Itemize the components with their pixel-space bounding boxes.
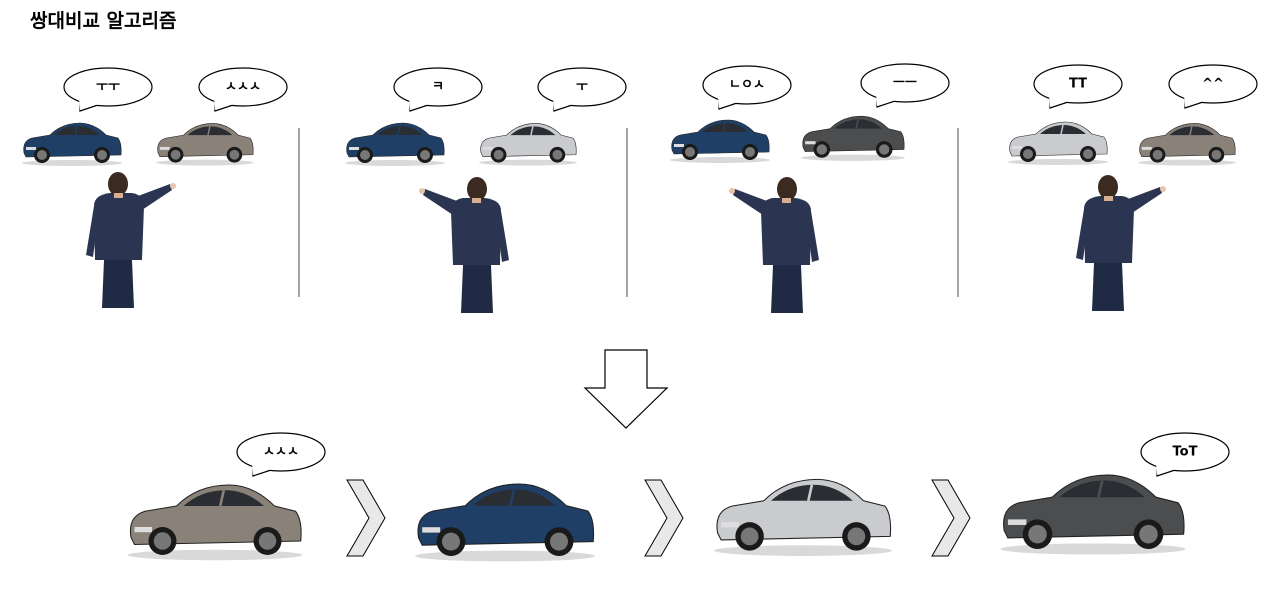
car-audi-grey xyxy=(1000,474,1186,555)
bubble-text: ㅜ xyxy=(576,80,588,95)
car-audi-grey xyxy=(801,115,905,161)
car-bmw-blue xyxy=(345,122,445,166)
page-title: 쌍대비교 알고리즘 xyxy=(30,10,177,32)
car-volvo-bronze xyxy=(1138,123,1236,166)
bubble-text: ㄴㅇㅅ xyxy=(729,78,765,93)
speech-bubble: ㅜㅜ xyxy=(63,67,153,112)
bubble-text: ㅡㅡ xyxy=(893,76,917,91)
bubble-text: ㅜㅜ xyxy=(96,80,120,95)
speech-bubble: ^^ xyxy=(1168,64,1258,109)
chevron-greater-than-icon xyxy=(346,479,386,557)
down-arrow-icon xyxy=(583,349,669,429)
car-bmw-blue xyxy=(670,119,770,163)
car-mercedes-silver xyxy=(479,123,577,166)
car-bmw-blue xyxy=(22,122,122,166)
person-pointing-left xyxy=(729,177,819,313)
bubble-text: ㅅㅅㅅ xyxy=(263,445,299,460)
chevron-greater-than-icon xyxy=(931,479,971,557)
bubble-text: ToT xyxy=(1173,445,1198,460)
person-pointing-left xyxy=(419,177,509,313)
speech-bubble: ㅜ xyxy=(537,67,627,112)
bubble-text: ㅋ xyxy=(432,80,444,95)
speech-bubble-first: ㅅㅅㅅ xyxy=(236,432,326,477)
speech-bubble-last: ToT xyxy=(1140,432,1230,477)
car-mercedes-silver xyxy=(1008,121,1108,165)
bubble-text: ^^ xyxy=(1202,77,1224,92)
speech-bubble: ㄴㅇㅅ xyxy=(702,65,792,110)
speech-bubble: ㅡㅡ xyxy=(860,63,950,108)
car-volvo-bronze xyxy=(156,123,254,166)
bubble-text: ㅅㅅㅅ xyxy=(225,80,261,95)
person-pointing-right xyxy=(1076,175,1166,311)
chevron-greater-than-icon xyxy=(644,479,684,557)
car-mercedes-silver xyxy=(714,478,892,556)
bubble-text: TT xyxy=(1069,77,1087,92)
person-pointing-right xyxy=(86,172,176,308)
speech-bubble: ㅋ xyxy=(393,67,483,112)
car-volvo-bronze xyxy=(127,484,303,561)
speech-bubble: ㅅㅅㅅ xyxy=(198,67,288,112)
speech-bubble: TT xyxy=(1033,64,1123,109)
car-bmw-blue xyxy=(415,483,595,562)
